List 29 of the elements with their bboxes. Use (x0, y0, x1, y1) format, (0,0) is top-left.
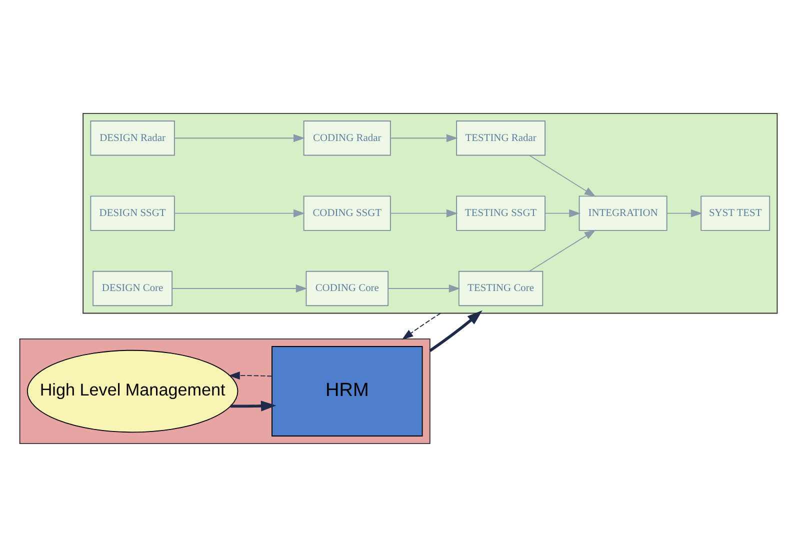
arrow (174, 134, 305, 142)
node-box: DESIGN Radar (90, 120, 175, 156)
cluster (19, 338, 430, 444)
node-box: CODING Radar (303, 120, 391, 156)
cluster (82, 112, 778, 314)
arrow (390, 209, 458, 218)
arrow (429, 310, 482, 352)
arrow (666, 209, 702, 218)
arrow (230, 400, 276, 412)
node-box: INTEGRATION (578, 196, 668, 231)
node-box: TESTING SSGT (456, 196, 546, 231)
arrow (402, 312, 442, 340)
arrow (528, 230, 596, 272)
node-box: TESTING Core (458, 270, 544, 306)
arrow (228, 372, 272, 380)
node-box: SYST TEST (700, 196, 770, 231)
arrow (390, 134, 458, 142)
arrow (172, 284, 308, 292)
arrow (388, 284, 460, 292)
node-ellipse: High Level Management (26, 350, 238, 433)
node-box: DESIGN Core (92, 270, 173, 306)
node-box: DESIGN SSGT (90, 196, 175, 231)
arrow (174, 209, 305, 218)
node-box: TESTING Radar (456, 120, 546, 156)
arrow (528, 154, 596, 197)
node-box: CODING SSGT (303, 196, 391, 231)
arrow (544, 209, 581, 218)
node-box: CODING Core (306, 270, 389, 306)
node-box: HRM (272, 346, 423, 436)
